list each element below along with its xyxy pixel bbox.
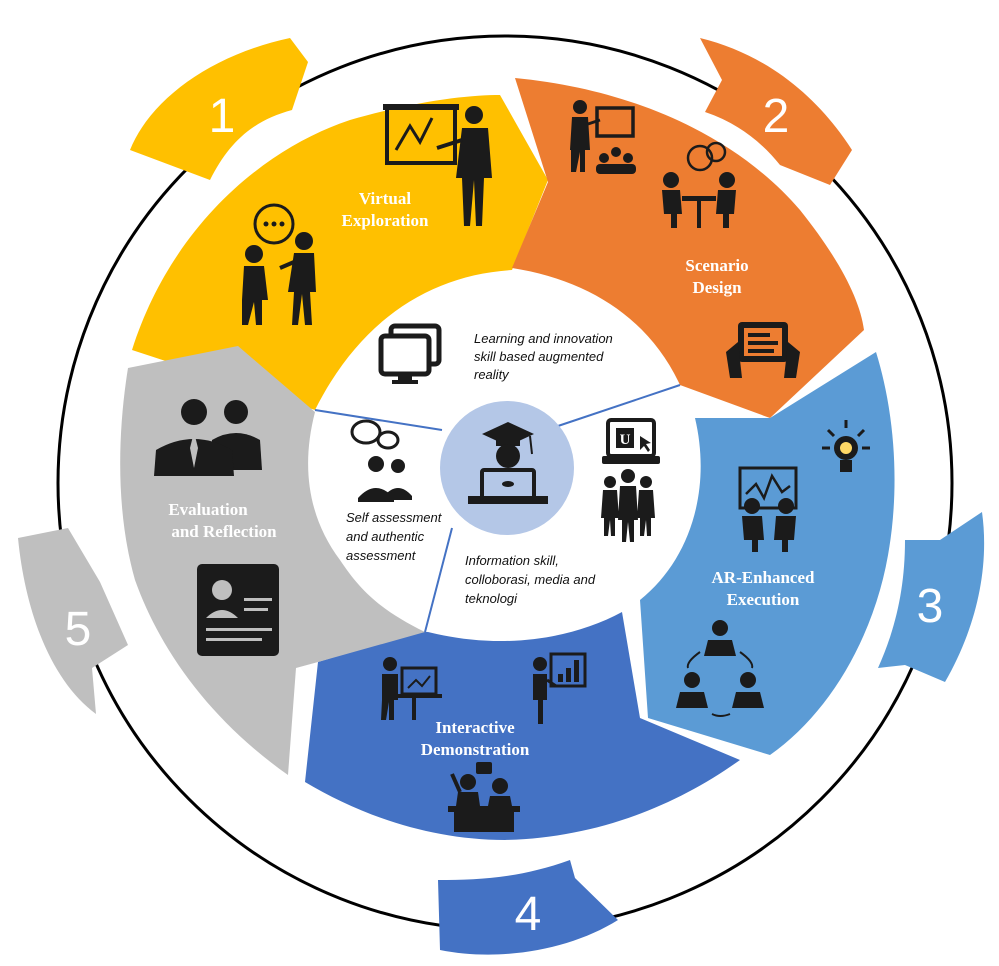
step-5-badge: [18, 528, 128, 714]
group-people-icon: [601, 469, 655, 542]
profile-card-icon: [197, 564, 279, 656]
step-2-segment: 2 Scenario Design: [512, 38, 864, 418]
note-3-line2: and authentic: [346, 529, 425, 544]
note-2-line3: teknologi: [465, 591, 518, 606]
whiteboard-presenter-icon: [381, 657, 442, 720]
chart-presenter-icon: [533, 652, 587, 724]
center-hub: Learning and innovation skill based augm…: [314, 323, 681, 633]
step-4-label-line1: Interactive: [435, 718, 515, 737]
step-5-label-line1: Evaluation: [168, 500, 248, 519]
conversation-icon: [242, 203, 316, 325]
note-1-line3: reality: [474, 367, 510, 382]
step-1-badge: [130, 38, 308, 180]
step-1-label-line2: Exploration: [342, 211, 429, 230]
step-5-segment: 5 Evaluation and Reflection: [18, 346, 425, 775]
step-3-badge: [878, 512, 985, 682]
tablet-icon: [726, 322, 800, 378]
step-1-band: [132, 95, 548, 410]
step-5-label-line2: and Reflection: [171, 522, 277, 541]
note-3-line1: Self assessment: [346, 510, 443, 525]
step-1-number: 1: [209, 90, 236, 143]
presentation-chart-icon: [383, 104, 492, 226]
step-3-segment: 3 AR-Enhanced Execution: [640, 352, 985, 755]
idea-bulb-icon: [822, 420, 870, 472]
step-4-badge: [438, 860, 618, 955]
note-2-line2: colloborasi, media and: [465, 572, 596, 587]
step-5-number: 5: [65, 603, 92, 656]
step-3-number: 3: [917, 580, 944, 633]
graduate-laptop-icon: [468, 422, 548, 504]
step-2-label-line2: Design: [692, 278, 742, 297]
note-1-line1: Learning and innovation: [474, 331, 613, 346]
online-university-icon: U: [602, 418, 660, 464]
note-1-line2: skill based augmented: [474, 349, 604, 364]
step-4-number: 4: [515, 888, 542, 941]
cycle-people-icon: [676, 620, 764, 717]
divider-bottom: [424, 527, 453, 633]
discussion-people-icon: [350, 419, 412, 502]
step-2-number: 2: [763, 90, 790, 143]
divider-right: [557, 384, 681, 427]
note-2-line1: Information skill,: [465, 553, 559, 568]
divider-left: [314, 409, 443, 431]
business-people-icon: [154, 399, 262, 476]
step-2-badge: [700, 38, 852, 185]
step-3-label-line1: AR-Enhanced: [712, 568, 816, 587]
step-3-label-line2: Execution: [727, 590, 800, 609]
step-4-label-line2: Demonstration: [421, 740, 530, 759]
svg-text:U: U: [620, 432, 631, 448]
team-monitor-icon: [738, 466, 798, 552]
step-1-segment: 1 Virtual Exploration: [130, 38, 548, 410]
monitors-icon: [378, 323, 442, 384]
presenter-audience-icon: [570, 100, 636, 174]
classroom-icon: [448, 762, 520, 832]
step-3-band: [640, 352, 895, 755]
note-3-line3: assessment: [346, 548, 417, 563]
step-4-segment: 4 Interactive Demonstration: [305, 612, 740, 955]
meeting-table-icon: [662, 141, 736, 228]
step-1-label-line1: Virtual: [359, 189, 412, 208]
step-2-label-line1: Scenario: [685, 256, 748, 275]
